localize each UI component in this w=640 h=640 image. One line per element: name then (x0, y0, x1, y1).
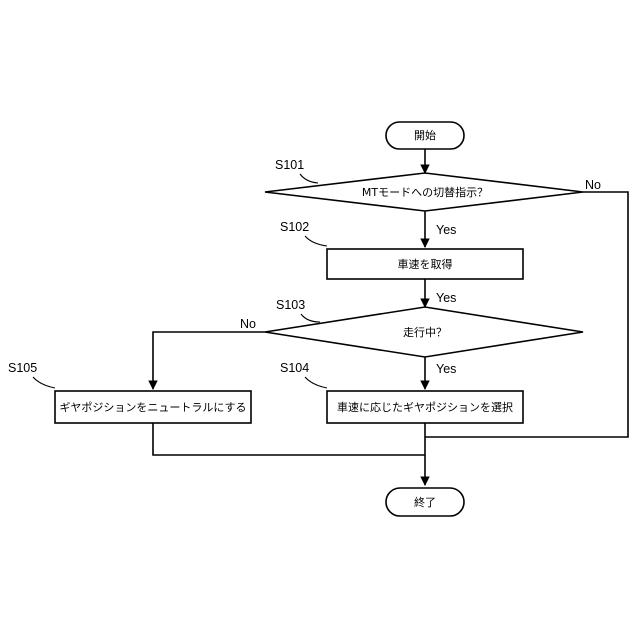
leader-s102 (305, 236, 327, 246)
process-s102: 車速を取得 (327, 249, 523, 279)
end-terminal: 終了 (386, 488, 464, 516)
branch-label-moving-yes: Yes (436, 362, 456, 376)
decision-s101: MTモードへの切替指示？ (265, 173, 583, 211)
start-terminal: 開始 (386, 122, 464, 149)
process-s105: ギヤポジションをニュートラルにする (55, 391, 251, 423)
set-neutral-label: ギヤポジションをニュートラルにする (59, 401, 246, 414)
branch-label-speed-yes: Yes (436, 291, 456, 305)
end-label: 終了 (414, 495, 436, 509)
get-speed-label: 車速を取得 (398, 257, 453, 271)
leader-s101 (300, 174, 318, 183)
moving-check-label: 走行中？ (403, 326, 447, 339)
leader-s105 (33, 377, 55, 388)
branch-label-mt-no: No (585, 178, 601, 192)
step-label-s102: S102 (280, 220, 309, 234)
step-label-s101: S101 (275, 158, 304, 172)
start-label: 開始 (414, 128, 436, 142)
leader-s104 (305, 377, 327, 388)
step-label-s103: S103 (276, 298, 305, 312)
process-s104: 車速に応じたギヤポジションを選択 (327, 391, 523, 423)
step-label-s105: S105 (8, 361, 37, 375)
step-label-s104: S104 (280, 361, 309, 375)
connector-s105-merge (153, 423, 425, 455)
branch-label-moving-no: No (240, 317, 256, 331)
mt-check-label: MTモードへの切替指示？ (362, 185, 488, 199)
select-gear-label: 車速に応じたギヤポジションを選択 (337, 400, 513, 414)
leader-s103 (301, 314, 320, 322)
decision-s103: 走行中？ (265, 307, 583, 357)
connector-s103-no-to-s105 (153, 332, 265, 389)
branch-label-mt-yes: Yes (436, 223, 456, 237)
